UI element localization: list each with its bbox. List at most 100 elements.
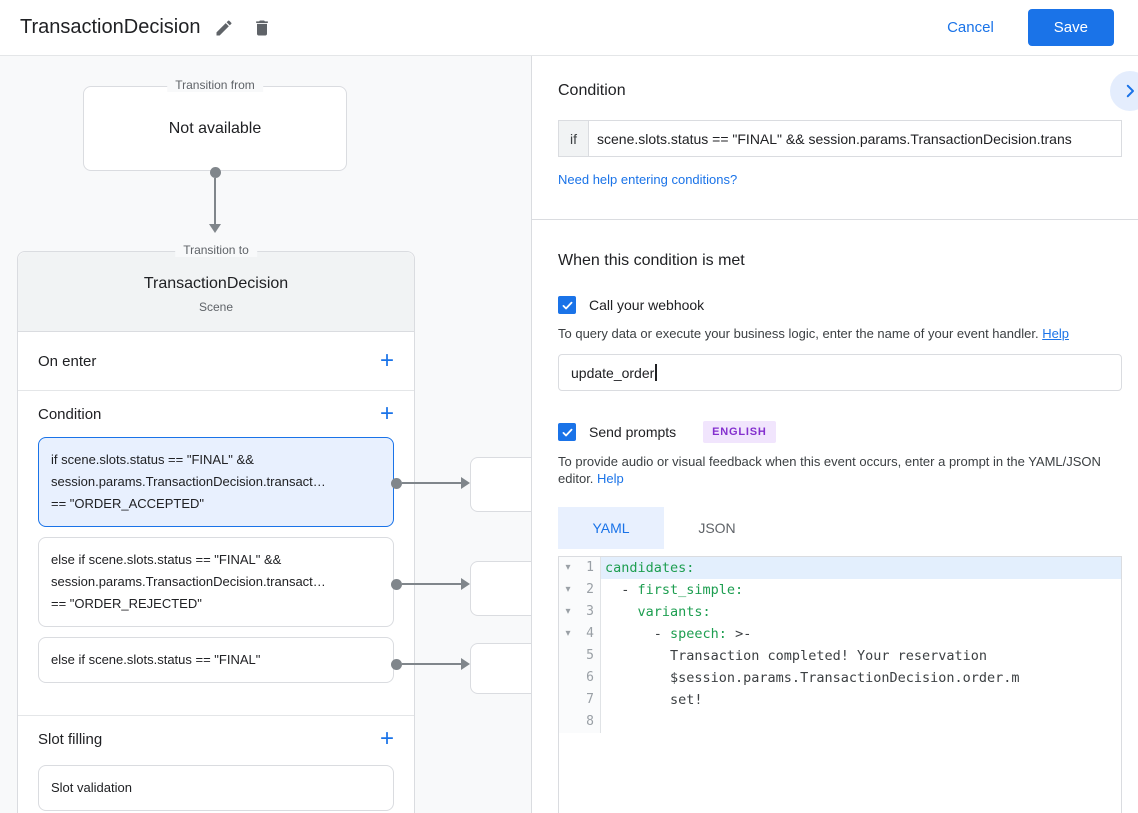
if-prefix: if <box>559 121 589 156</box>
transition-target-node[interactable] <box>470 561 531 616</box>
code-line <box>601 711 1121 733</box>
line-number: 2 <box>577 579 601 601</box>
code-line: - first_simple: <box>605 582 744 598</box>
on-enter-label: On enter <box>38 352 97 370</box>
edit-title-button[interactable] <box>210 14 238 42</box>
condition-help-link[interactable]: Need help entering conditions? <box>558 172 738 187</box>
scene-title: TransactionDecision <box>143 275 289 292</box>
collapse-panel-button[interactable] <box>1110 71 1138 111</box>
connector-line <box>402 663 461 665</box>
transition-target-node[interactable] <box>470 643 531 694</box>
slot-item[interactable]: Slot validation <box>38 765 394 811</box>
line-number: 1 <box>577 557 601 579</box>
condition-item[interactable]: if scene.slots.status == "FINAL" && sess… <box>38 437 394 527</box>
webhook-help-link[interactable]: Help <box>1042 326 1069 341</box>
fold-arrow-icon[interactable]: ▾ <box>559 579 577 601</box>
connector-dot <box>209 167 221 178</box>
condition-connector <box>391 578 470 590</box>
line-number: 7 <box>577 689 601 711</box>
scene-diagram-canvas: Transition from Not available Transition… <box>0 56 532 813</box>
transition-from-value: Not available <box>168 119 262 137</box>
transition-to-label: Transition to <box>175 243 257 257</box>
arrow-down-icon <box>209 224 221 233</box>
call-webhook-checkbox[interactable] <box>558 296 576 314</box>
event-handler-value: update_order <box>571 364 655 381</box>
condition-section-label: Condition <box>38 405 102 423</box>
when-condition-met-section: When this condition is met Call your web… <box>532 220 1138 813</box>
pencil-icon <box>214 18 234 38</box>
cancel-button[interactable]: Cancel <box>947 19 994 36</box>
slot-filling-label: Slot filling <box>38 730 103 748</box>
fold-gutter <box>559 667 577 689</box>
add-condition-button[interactable]: + <box>379 400 394 427</box>
fold-gutter <box>559 711 577 733</box>
editor-format-tabs: YAML JSON <box>558 507 1122 549</box>
condition-expression-input[interactable]: if scene.slots.status == "FINAL" && sess… <box>558 120 1122 157</box>
language-badge: ENGLISH <box>703 421 776 443</box>
fold-gutter <box>559 645 577 667</box>
code-line: set! <box>605 692 703 708</box>
transition-connector <box>209 167 221 233</box>
line-number: 3 <box>577 601 601 623</box>
fold-arrow-icon[interactable]: ▾ <box>559 623 577 645</box>
transition-from-node[interactable]: Transition from Not available <box>83 78 347 171</box>
arrow-right-icon <box>461 477 470 489</box>
connector-dot <box>391 578 402 590</box>
condition-item[interactable]: else if scene.slots.status == "FINAL" &&… <box>38 537 394 627</box>
webhook-helper-text: To query data or execute your business l… <box>558 326 1069 341</box>
transition-from-label: Transition from <box>167 78 263 92</box>
scene-card-header: TransactionDecision Scene <box>18 252 414 332</box>
scene-subtitle: Scene <box>198 300 234 314</box>
send-prompts-row: Send prompts ENGLISH <box>558 421 1122 443</box>
editor-line: ▾4 - speech: >- <box>559 623 1121 645</box>
send-prompts-checkbox[interactable] <box>558 423 576 441</box>
editor-line: 6 $session.params.TransactionDecision.or… <box>559 667 1121 689</box>
connector-dot <box>391 477 402 489</box>
editor-line: ▾3 variants: <box>559 601 1121 623</box>
fold-arrow-icon[interactable]: ▾ <box>559 601 577 623</box>
editor-line: ▾2 - first_simple: <box>559 579 1121 601</box>
slot-filling-section: Slot filling + Slot validation <box>18 716 414 811</box>
event-handler-input[interactable]: update_order <box>558 354 1122 391</box>
chevron-right-icon <box>1121 82 1138 100</box>
webhook-label: Call your webhook <box>589 297 705 313</box>
text-caret <box>655 364 657 381</box>
trash-icon <box>252 18 272 38</box>
toolbar: TransactionDecision Cancel Save <box>0 0 1138 56</box>
connector-line <box>214 178 216 224</box>
condition-item[interactable]: else if scene.slots.status == "FINAL" <box>38 637 394 683</box>
condition-expression-value: scene.slots.status == "FINAL" && session… <box>597 130 1072 147</box>
save-button[interactable]: Save <box>1027 9 1114 46</box>
connector-line <box>402 482 461 484</box>
fold-arrow-icon[interactable]: ▾ <box>559 557 577 579</box>
add-on-enter-button[interactable]: + <box>379 347 394 374</box>
prompts-helper-text: To provide audio or visual feedback when… <box>558 454 1101 486</box>
condition-section: Condition + if scene.slots.status == "FI… <box>18 391 414 716</box>
line-number: 5 <box>577 645 601 667</box>
tab-json[interactable]: JSON <box>698 520 736 536</box>
connector-dot <box>391 658 402 670</box>
transition-target-node[interactable] <box>470 457 531 512</box>
checkmark-icon <box>561 426 574 439</box>
add-slot-button[interactable]: + <box>379 725 394 752</box>
delete-scene-button[interactable] <box>248 14 276 42</box>
condition-connector <box>391 477 470 489</box>
code-line: - speech: >- <box>605 626 752 642</box>
condition-connector <box>391 658 470 670</box>
code-line: variants: <box>637 604 711 620</box>
editor-line: 7 set! <box>559 689 1121 711</box>
connector-line <box>402 583 461 585</box>
line-number: 8 <box>577 711 601 733</box>
condition-editor-panel: Condition if scene.slots.status == "FINA… <box>532 56 1138 813</box>
checkmark-icon <box>561 299 574 312</box>
prompts-help-link[interactable]: Help <box>597 471 624 486</box>
line-number: 4 <box>577 623 601 645</box>
tab-yaml[interactable]: YAML <box>558 507 664 549</box>
arrow-right-icon <box>461 658 470 670</box>
scene-card: Transition to TransactionDecision Scene … <box>17 243 415 813</box>
condition-panel-title: Condition <box>558 82 626 99</box>
webhook-row: Call your webhook <box>558 296 1122 314</box>
editor-line: 8 <box>559 711 1121 733</box>
